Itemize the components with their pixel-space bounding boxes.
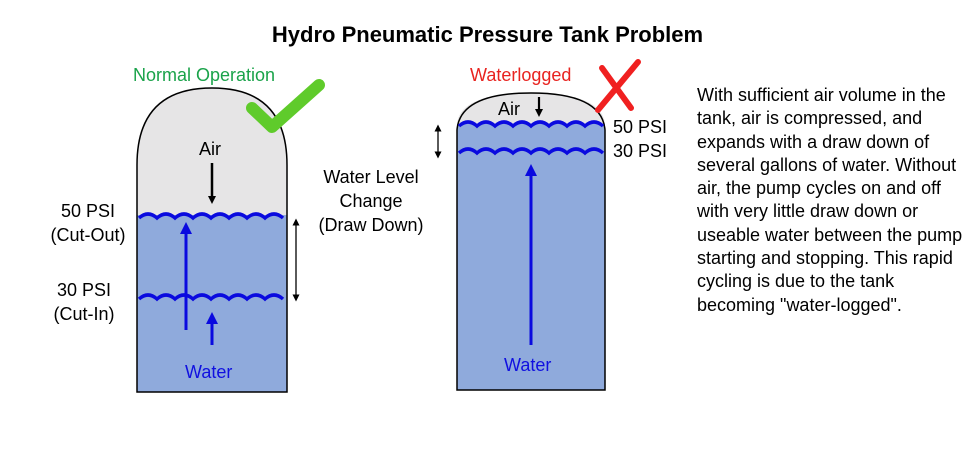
x-icon [595, 59, 641, 113]
diagram-title: Hydro Pneumatic Pressure Tank Problem [271, 22, 704, 47]
waterlogged-tank [456, 92, 606, 391]
wave-cut-out [137, 212, 285, 221]
normal-tank-water [137, 215, 287, 392]
cut-in-psi-label: 30 PSI [56, 280, 112, 300]
cut-out-psi-label: 50 PSI [60, 201, 116, 221]
normal-tank-outline [136, 87, 288, 393]
normal-tank-air [137, 88, 287, 215]
wave-cut-in [137, 293, 285, 302]
drawdown-line1: Water Level [323, 167, 419, 187]
normal-operation-heading: Normal Operation [133, 65, 276, 85]
check-icon [246, 79, 325, 133]
waterlogged-air-label: Air [498, 99, 520, 119]
drawdown-line2: Change [339, 191, 403, 211]
waterlogged-tank-air [457, 93, 605, 124]
wave-high [457, 120, 605, 129]
cut-out-note: (Cut-Out) [50, 225, 126, 245]
explanation-text: With sufficient air volume in the tank, … [697, 85, 963, 315]
drawdown-line3: (Draw Down) [318, 215, 424, 235]
waterlogged-psi-low: 30 PSI [613, 141, 668, 161]
normal-tank [136, 87, 288, 393]
waterlogged-psi-high: 50 PSI [613, 117, 668, 137]
cut-in-note: (Cut-In) [53, 304, 115, 324]
wave-low [457, 147, 605, 156]
waterlogged-tank-outline [456, 92, 606, 391]
waterlogged-heading: Waterlogged [470, 65, 572, 85]
normal-air-label: Air [199, 139, 221, 159]
waterlogged-water-label: Water [504, 355, 552, 375]
normal-water-label: Water [185, 362, 233, 382]
